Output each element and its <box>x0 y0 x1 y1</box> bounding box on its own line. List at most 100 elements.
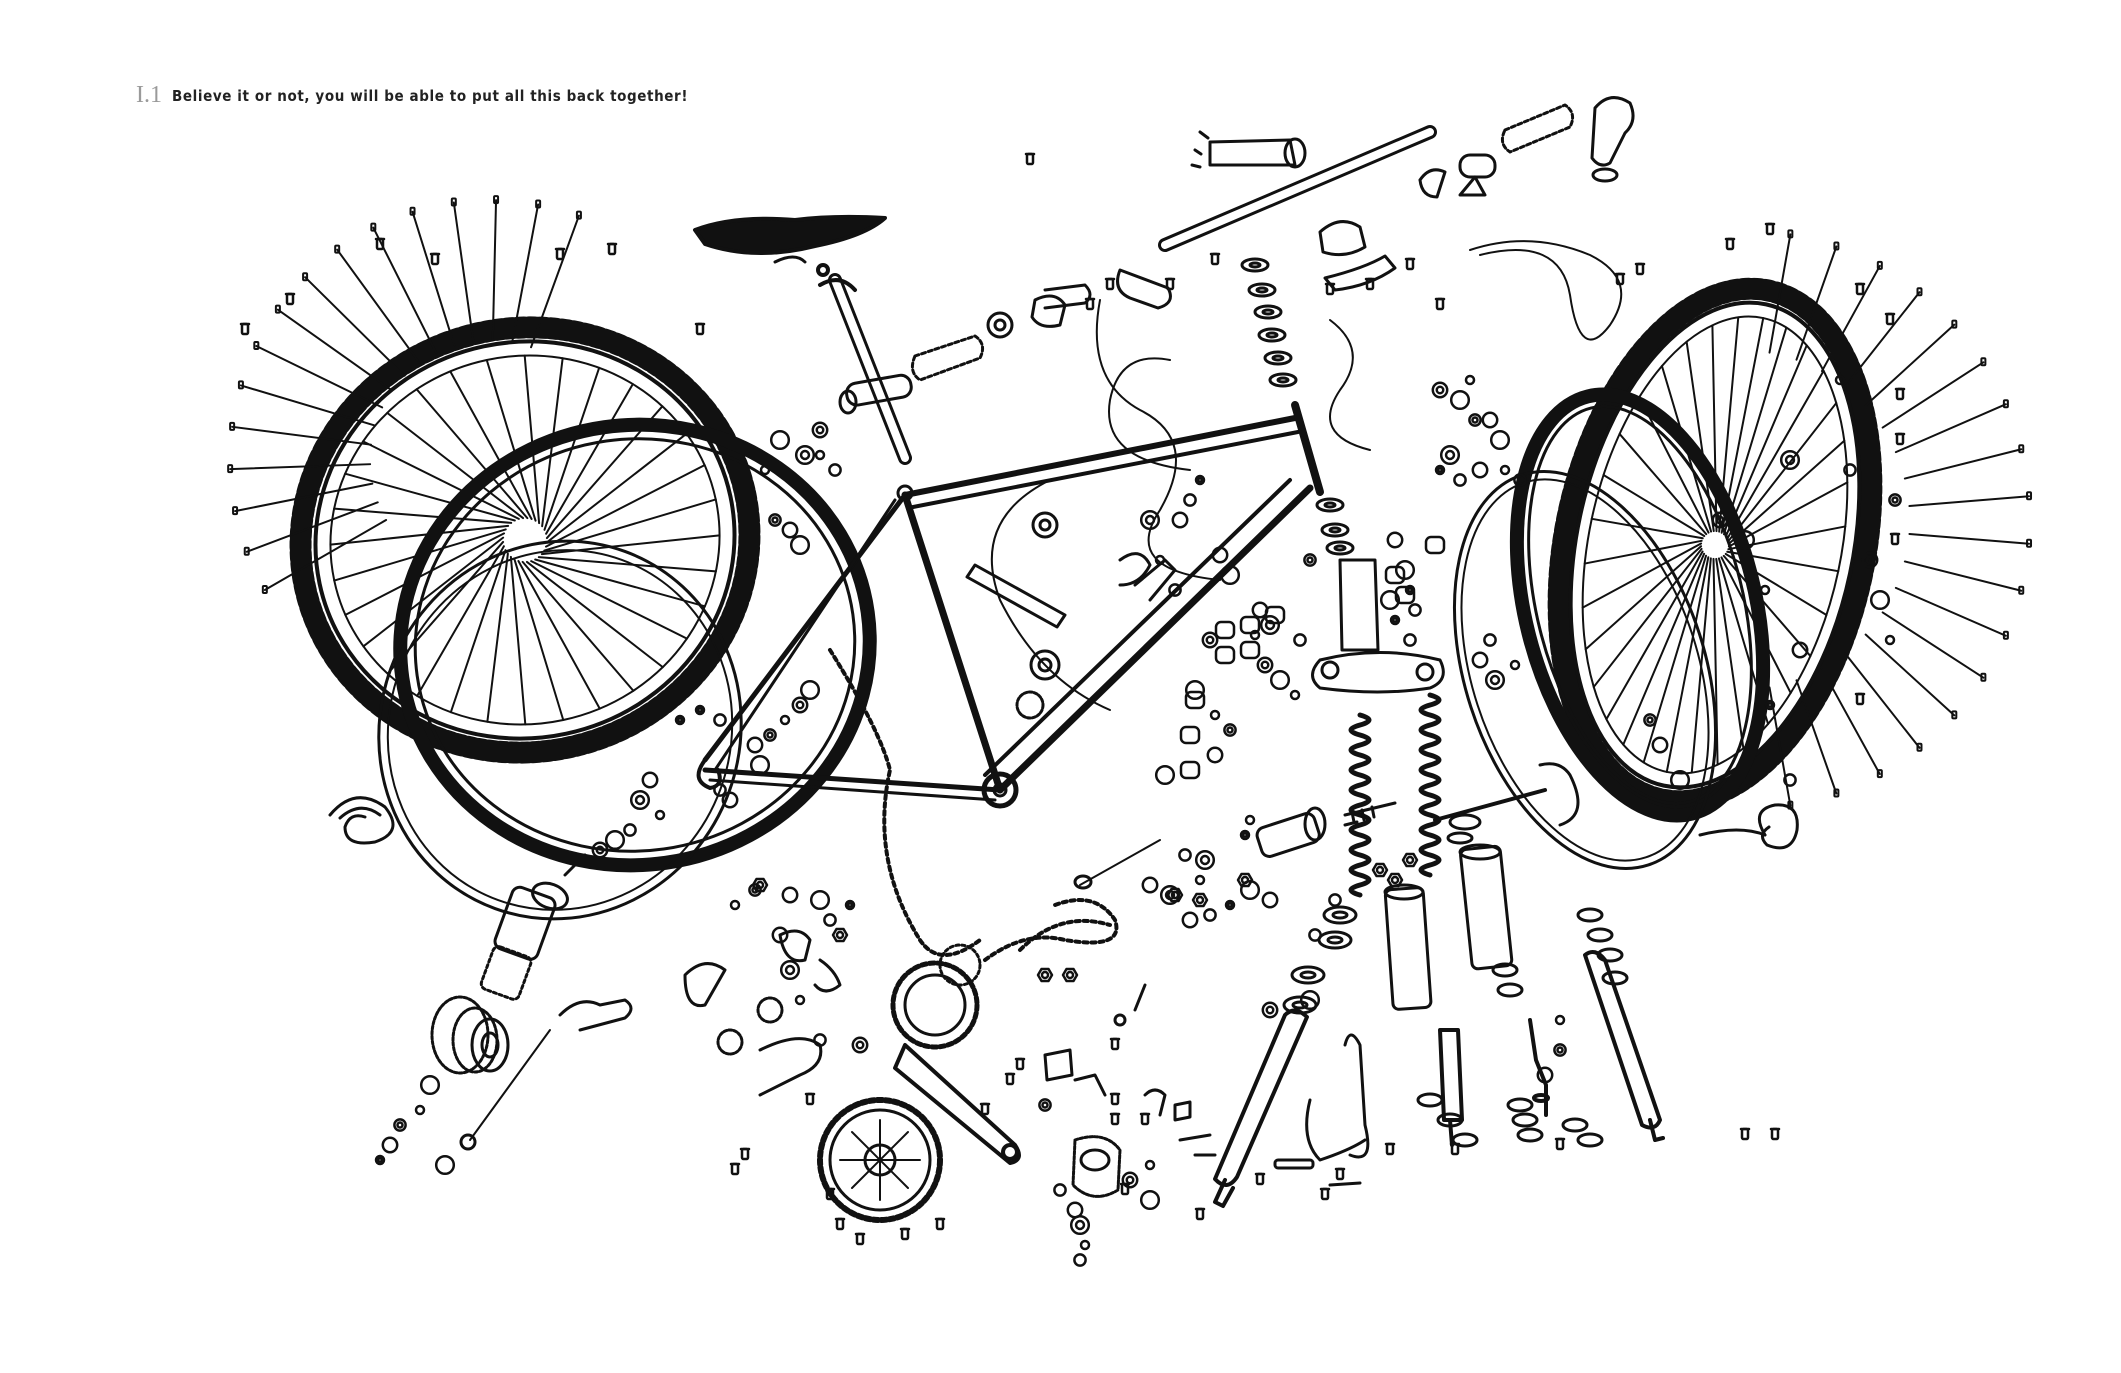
headset-washer <box>1242 259 1268 271</box>
washer <box>731 901 739 909</box>
bushing <box>1181 727 1199 743</box>
loose-spoke <box>1909 496 2029 506</box>
bushing <box>1186 692 1204 708</box>
cassette <box>432 997 508 1073</box>
bushing <box>1181 762 1199 778</box>
washer-hole <box>797 702 803 708</box>
seal-ring <box>1603 972 1627 984</box>
washer-hole <box>1491 676 1499 684</box>
washer <box>1469 414 1480 425</box>
spoke <box>1729 441 1844 544</box>
washer-hole <box>1273 356 1283 360</box>
loose-spoke <box>305 277 405 375</box>
bolt <box>857 1234 863 1244</box>
washer <box>1863 553 1877 567</box>
nut-hole <box>1392 877 1398 883</box>
loose-spoke <box>337 250 419 363</box>
washer <box>1169 584 1180 595</box>
washer <box>606 831 624 849</box>
washer <box>748 738 762 752</box>
bolt <box>1027 154 1033 164</box>
spoke <box>363 538 503 647</box>
washer-hole <box>1446 451 1454 459</box>
washer <box>793 698 807 712</box>
bolt <box>1452 1144 1458 1154</box>
washer <box>1213 548 1227 562</box>
nut-hole <box>1377 867 1383 873</box>
spoke <box>511 557 525 725</box>
loose-spoke <box>278 310 392 391</box>
bolt <box>432 254 438 264</box>
spoke <box>330 526 508 545</box>
hex-nut <box>1388 874 1402 886</box>
spoke <box>334 509 511 523</box>
washer <box>1388 533 1402 547</box>
washer <box>1141 1191 1159 1209</box>
bolt <box>1322 1189 1328 1199</box>
loose-spoke <box>1905 449 2021 478</box>
washer <box>846 901 854 909</box>
washer-hole <box>1250 263 1260 267</box>
seal-ring <box>1513 1114 1537 1126</box>
spoke <box>1724 328 1786 535</box>
seal-ring <box>1498 984 1522 996</box>
washer-hole <box>378 1158 382 1162</box>
rear-derailleur <box>685 931 840 1095</box>
washer <box>769 514 780 525</box>
spoke <box>535 559 705 606</box>
bolt <box>1112 1039 1118 1049</box>
headset-washer <box>1317 499 1343 511</box>
seal-ring <box>1508 1099 1532 1111</box>
washer <box>1208 748 1222 762</box>
spoke <box>1716 559 1743 748</box>
washer <box>1211 711 1219 719</box>
spoke <box>546 384 633 534</box>
washer <box>771 431 789 449</box>
washer <box>1836 376 1844 384</box>
spoke <box>450 371 531 519</box>
washer <box>751 756 769 774</box>
washer-hole <box>1786 456 1794 464</box>
bushing <box>1216 622 1234 638</box>
spoke-nipple <box>2027 540 2031 547</box>
washer <box>811 891 829 909</box>
bushing <box>1266 607 1284 623</box>
washer <box>1736 531 1754 549</box>
loose-spoke <box>1896 588 2006 636</box>
washer <box>781 716 789 724</box>
washer <box>714 714 725 725</box>
nut-hole <box>1042 972 1048 978</box>
washer-hole <box>1325 503 1335 507</box>
hex-nut <box>1168 889 1182 901</box>
washer-hole <box>1557 1047 1562 1052</box>
washer-hole <box>1257 288 1267 292</box>
bolt <box>1112 1094 1118 1104</box>
seal-ring <box>1438 1114 1462 1126</box>
spoke-nipple <box>1981 674 1985 681</box>
bolt <box>1112 1114 1118 1124</box>
bolt <box>732 1164 738 1174</box>
grips <box>912 105 1572 380</box>
spoke <box>345 533 504 614</box>
washer <box>1224 724 1235 735</box>
loose-spoke <box>1909 534 2029 544</box>
loose-spoke <box>256 346 382 407</box>
washer <box>783 523 797 537</box>
spoke-nipple <box>303 273 307 280</box>
washer <box>796 996 804 1004</box>
washer <box>1258 658 1272 672</box>
spoke <box>539 557 716 571</box>
bolt <box>1197 1209 1203 1219</box>
washer-hole <box>817 427 823 433</box>
bolt <box>697 324 703 334</box>
seal-ring <box>1563 1119 1587 1131</box>
washer <box>1473 653 1487 667</box>
bolt <box>1107 279 1113 289</box>
hex-nut <box>833 929 847 941</box>
fork-stanchions <box>1345 790 1545 1010</box>
loose-spoke <box>1866 325 1955 406</box>
washer <box>1713 513 1727 527</box>
spoke <box>1604 475 1705 536</box>
washer-hole <box>1042 1102 1047 1107</box>
brake-arm-center <box>967 513 1175 718</box>
